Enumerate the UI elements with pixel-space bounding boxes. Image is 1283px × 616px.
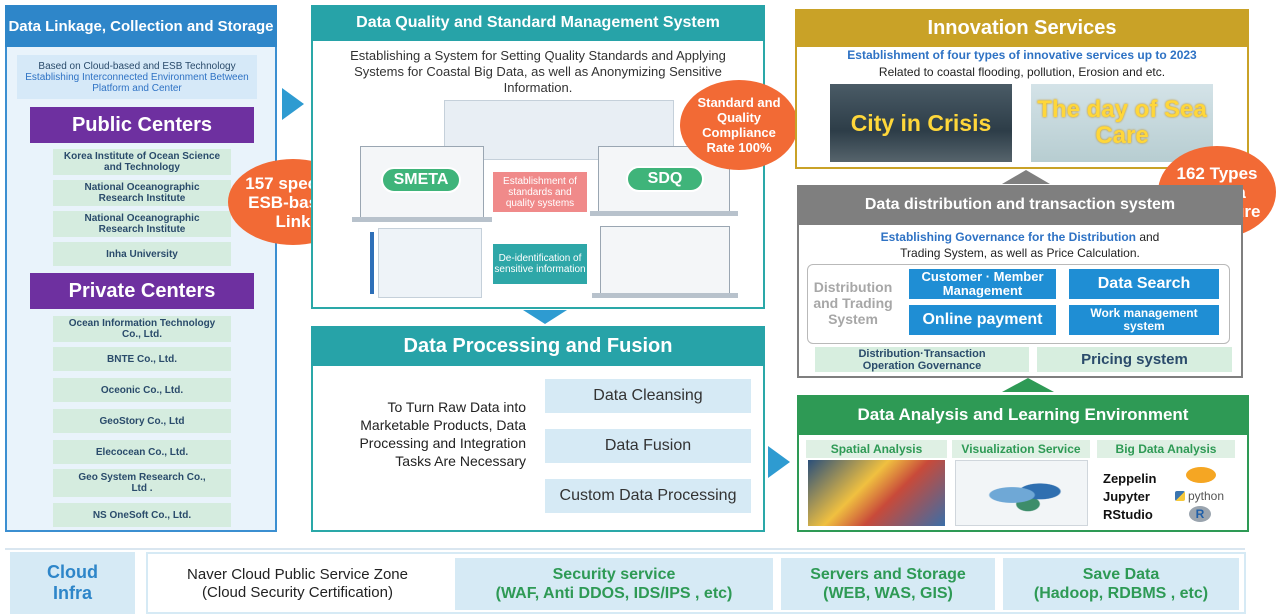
customer-member-box: Customer · Member Management: [909, 269, 1056, 299]
governance-box: Distribution·Transaction Operation Gover…: [815, 347, 1029, 372]
cloud-esb-note: Based on Cloud-based and ESB Technology …: [17, 55, 257, 99]
rstudio-label: RStudio: [1103, 507, 1153, 522]
private-center-item: Geo System Research Co., Ltd .: [53, 469, 231, 497]
work-management-box: Work management system: [1069, 305, 1219, 335]
private-center-item: Oceonic Co., Ltd.: [53, 378, 231, 402]
custom-processing-item: Custom Data Processing: [545, 479, 751, 513]
private-center-item: GeoStory Co., Ltd: [53, 409, 231, 433]
save-data-cell: Save Data (Hadoop, RDBMS , etc): [1003, 558, 1239, 610]
save-title: Save Data: [1082, 566, 1160, 583]
smeta-label: SMETA: [381, 167, 461, 193]
flow-arrow-icon: [768, 446, 790, 478]
processing-desc: To Turn Raw Data into Marketable Product…: [359, 399, 526, 469]
processing-title: Data Processing and Fusion: [311, 326, 765, 366]
visualization-image: [955, 460, 1088, 526]
flow-arrow-icon: [282, 88, 304, 120]
sea-care-image: The day of Sea Care: [1031, 84, 1213, 162]
python-logo: python: [1175, 488, 1235, 504]
distribution-inner-box: [807, 264, 1230, 344]
zeppelin-label: Zeppelin: [1103, 471, 1157, 486]
flow-down-icon: [370, 232, 374, 294]
spatial-analysis-label: Spatial Analysis: [806, 440, 947, 458]
distribution-line2: Trading System, as well as Price Calcula…: [900, 246, 1140, 260]
tools-list: Zeppelin Jupyter RStudio: [1103, 470, 1173, 524]
laptop-base: [352, 217, 492, 222]
public-center-item: National Oceanographic Research Institut…: [53, 211, 231, 237]
servers-storage-cell: Servers and Storage (WEB, WAS, GIS): [781, 558, 995, 610]
big-data-analysis-label: Big Data Analysis: [1097, 440, 1235, 458]
analysis-title: Data Analysis and Learning Environment: [797, 395, 1249, 435]
data-fusion-item: Data Fusion: [545, 429, 751, 463]
infra-divider: [5, 548, 1245, 550]
private-center-item: BNTE Co., Ltd.: [53, 347, 231, 371]
online-payment-box: Online payment: [909, 305, 1056, 335]
laptop-base: [590, 211, 738, 216]
spatial-analysis-image: [808, 460, 945, 526]
security-title: Security service: [552, 566, 676, 583]
world-map-icon: [984, 477, 1064, 513]
save-sub: (Hadoop, RDBMS , etc): [1033, 585, 1209, 602]
up-arrow-icon: [1002, 378, 1054, 392]
deid-flow-image: [378, 228, 482, 298]
linkage-title: Data Linkage, Collection and Storage: [5, 5, 277, 47]
note-line1: Based on Cloud-based and ESB Technology: [38, 60, 236, 72]
servers-sub: (WEB, WAS, GIS): [823, 585, 953, 602]
note-line2: Establishing Interconnected Environment …: [25, 71, 249, 94]
naver-cloud-zone: Naver Cloud Public Service Zone (Cloud S…: [150, 562, 445, 606]
private-centers-title: Private Centers: [30, 273, 254, 309]
private-center-item: Elecocean Co., Ltd.: [53, 440, 231, 464]
pricing-system-box: Pricing system: [1037, 347, 1232, 372]
standards-label: Establishment of standards and quality s…: [493, 172, 587, 212]
distribution-title: Data distribution and transaction system: [797, 185, 1243, 225]
private-center-item: Ocean Information Technology Co., Ltd.: [53, 316, 231, 342]
innovation-line1: Establishment of four types of innovativ…: [847, 48, 1197, 62]
private-center-item: NS OneSoft Co., Ltd.: [53, 503, 231, 527]
python-icon: [1175, 491, 1185, 501]
cloud-infra-label: Cloud Infra: [10, 552, 135, 614]
distribution-line1: Establishing Governance for the Distribu…: [800, 229, 1240, 245]
jupyter-label: Jupyter: [1103, 489, 1150, 504]
innovation-title: Innovation Services: [795, 9, 1249, 47]
data-search-box: Data Search: [1069, 269, 1219, 299]
quality-compliance-badge: Standard and Quality Compliance Rate 100…: [680, 80, 798, 170]
quality-title: Data Quality and Standard Management Sys…: [311, 5, 765, 41]
python-label: python: [1188, 489, 1225, 503]
distribution-line1-rest: and: [1136, 230, 1160, 244]
public-center-item: Korea Institute of Ocean Science and Tec…: [53, 149, 231, 175]
distribution-side-label: Distribution and Trading System: [813, 279, 893, 327]
up-arrow-icon: [1002, 170, 1050, 184]
innovation-line2: Related to coastal flooding, pollution, …: [878, 65, 1166, 79]
visualization-label: Visualization Service: [952, 440, 1090, 458]
deid-screen: [600, 226, 730, 294]
distribution-line1-hl: Establishing Governance for the Distribu…: [880, 230, 1136, 244]
quality-desc: Establishing a System for Setting Qualit…: [350, 48, 726, 95]
public-center-item: National Oceanographic Research Institut…: [53, 180, 231, 206]
public-centers-title: Public Centers: [30, 107, 254, 143]
naver-cloud-line2: (Cloud Security Certification): [202, 584, 393, 601]
r-language-icon: R: [1189, 506, 1211, 522]
zeppelin-icon: [1186, 467, 1216, 483]
security-sub: (WAF, Anti DDOS, IDS/IPS , etc): [495, 585, 733, 602]
down-arrow-icon: [523, 310, 567, 324]
security-service-cell: Security service (WAF, Anti DDOS, IDS/IP…: [455, 558, 773, 610]
sdq-label: SDQ: [626, 166, 704, 192]
naver-cloud-line1: Naver Cloud Public Service Zone: [187, 566, 408, 583]
servers-title: Servers and Storage: [810, 566, 966, 583]
data-cleansing-item: Data Cleansing: [545, 379, 751, 413]
public-center-item: Inha University: [53, 242, 231, 266]
laptop-base: [592, 293, 738, 298]
deid-label: De-identification of sensitive informati…: [493, 244, 587, 284]
city-in-crisis-image: City in Crisis: [830, 84, 1012, 162]
